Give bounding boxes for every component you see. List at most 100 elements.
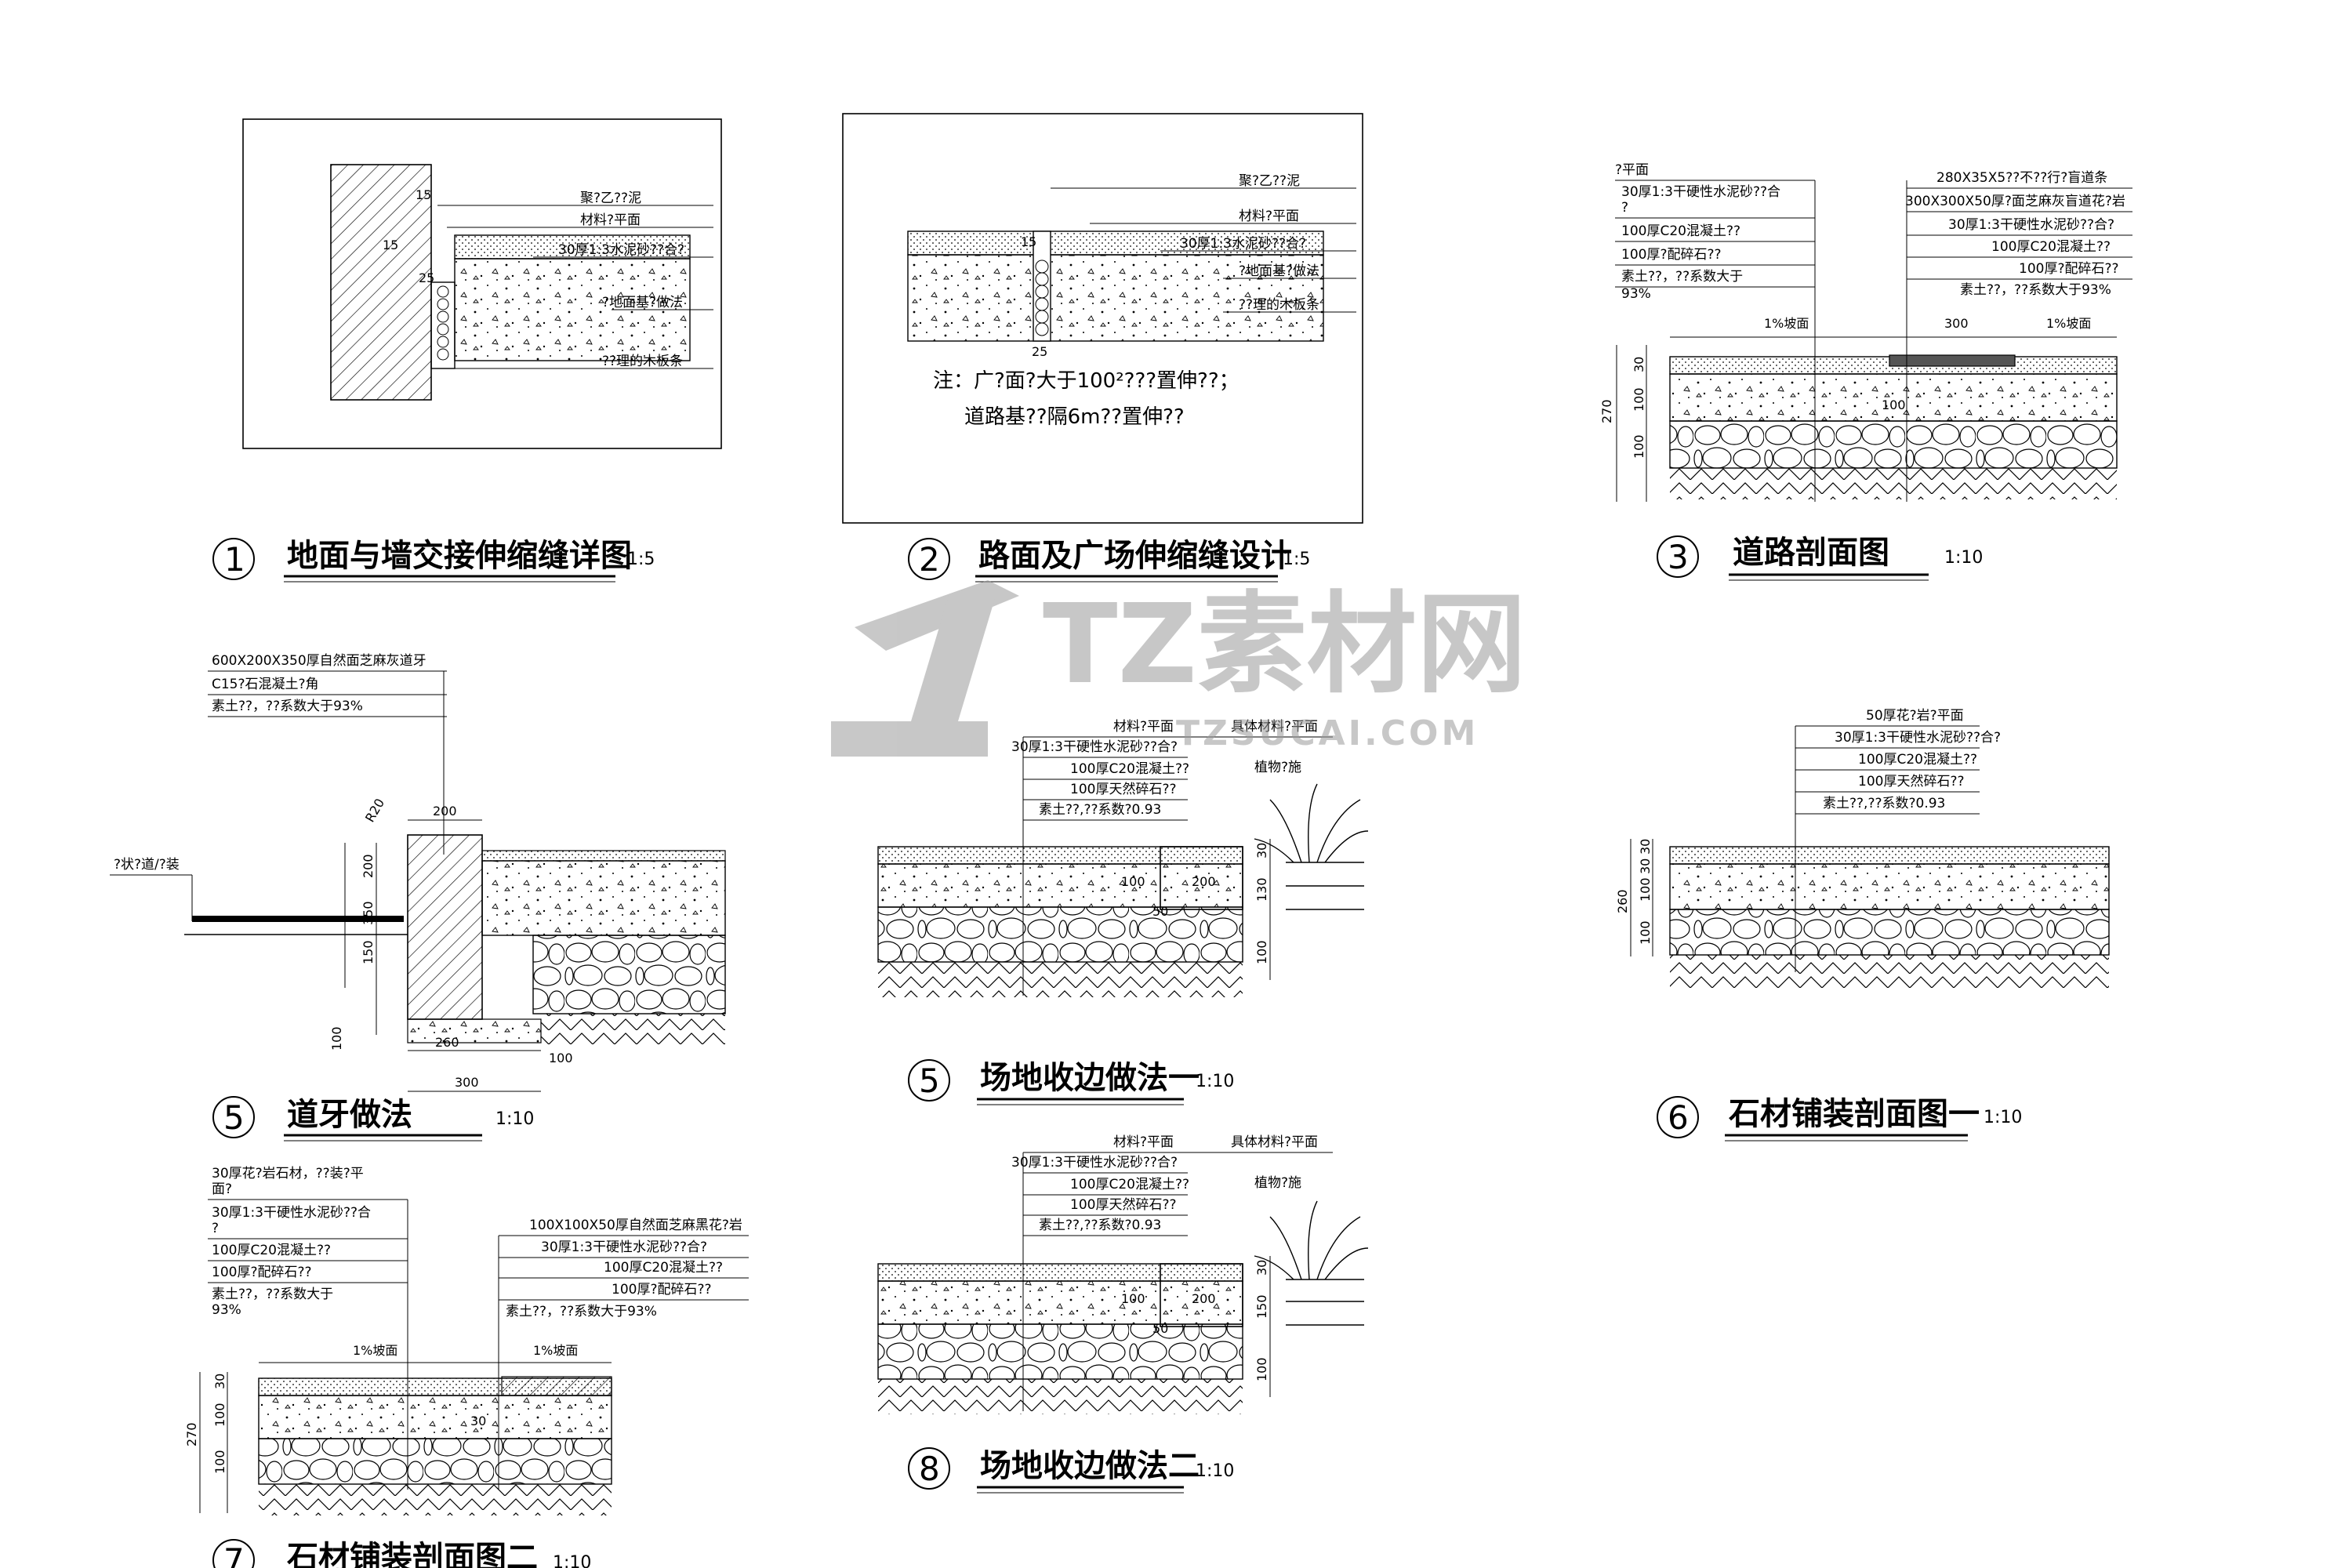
note: 面?	[212, 1181, 232, 1197]
note: 材料?平面	[1113, 719, 1174, 735]
note: 100厚天然碎石??	[1070, 1197, 1177, 1213]
detail-2-note-2: 材料?平面	[1239, 209, 1299, 224]
gravel-layer	[1669, 909, 2110, 956]
note: 600X200X350厚自然面芝麻灰道牙	[212, 653, 426, 669]
dim: 270	[184, 1422, 199, 1446]
detail-2: 聚?乙??泥 材料?平面 30厚1:3水泥砂??合? ?地面基?做法 ??理的木…	[842, 113, 1363, 583]
detail-1-number-circle	[212, 538, 255, 580]
paving-layer	[877, 846, 1243, 865]
dim: 200	[433, 804, 457, 818]
note: 100厚C20混凝土??	[1070, 1177, 1189, 1192]
concrete-layer	[1669, 373, 2118, 422]
dim: 270	[1599, 399, 1614, 423]
dim: 30	[470, 1414, 486, 1428]
detail-2-dim-2: 25	[1032, 344, 1047, 359]
detail-5-number-circle	[908, 1059, 950, 1102]
gravel-layer	[532, 935, 726, 1014]
soil	[878, 1379, 1243, 1414]
curb-stone	[407, 834, 483, 1020]
note: 30厚1:3干硬性水泥砂??合?	[1011, 739, 1178, 755]
dim: 100	[1882, 397, 1906, 412]
dim: 100	[549, 1051, 573, 1065]
note: 93%	[1621, 286, 1651, 302]
detail-5: 材料?平面 30厚1:3干硬性水泥砂??合? 100厚C20混凝土?? 100厚…	[877, 719, 1369, 1105]
detail-2-scale: 1:5	[1283, 550, 1310, 569]
dim: 100	[1254, 940, 1269, 964]
detail-6-title: 石材铺装剖面图一	[1729, 1096, 1980, 1132]
detail-8-number-circle	[908, 1447, 950, 1490]
detail-1-note-3: 30厚1:3水泥砂??合?	[558, 242, 684, 258]
dim: 260	[435, 1035, 459, 1050]
detail-5-number: 5	[919, 1062, 940, 1100]
expansion-joint	[1033, 230, 1051, 342]
note: 280X35X5??不??行?盲道条	[1936, 170, 2107, 186]
detail-5-scale: 1:10	[1196, 1072, 1234, 1091]
detail-6-scale: 1:10	[1984, 1108, 2022, 1127]
watermark-brand: TZ素材网	[1043, 581, 1526, 709]
note: 100X100X50厚自然面芝麻黑花?岩	[529, 1218, 742, 1233]
dim: 30	[212, 1374, 227, 1389]
dim: 100	[1638, 920, 1653, 945]
detail-5-right-note-1: 具体材料?平面	[1231, 719, 1318, 735]
gravel-layer	[877, 906, 1243, 963]
edge-kerb	[1160, 846, 1243, 910]
detail-1-dim-3: 25	[419, 270, 434, 285]
joint-fill	[1035, 260, 1049, 336]
dim: 30	[1638, 839, 1653, 855]
detail-6-number-circle	[1657, 1096, 1699, 1138]
detail-8-notes: 材料?平面 30厚1:3干硬性水泥砂??合? 100厚C20混凝土?? 100厚…	[1011, 1134, 1189, 1411]
dim: 200	[1192, 1291, 1216, 1306]
note: 素土??，??系数大于93%	[212, 699, 363, 714]
detail-6-number: 6	[1668, 1098, 1689, 1137]
detail-8-scale: 1:10	[1196, 1461, 1234, 1481]
detail-1-dim-2: 15	[383, 238, 398, 252]
edge-kerb	[1160, 1263, 1243, 1327]
detail-2-title: 路面及广场伸缩缝设计	[978, 538, 1292, 574]
watermark-url: TZSUCAI.COM	[1176, 713, 1479, 753]
detail-4-number-circle	[212, 1096, 255, 1138]
note: 100厚C20混凝土??	[1070, 761, 1189, 777]
dim: 30	[1254, 1260, 1269, 1276]
note: 30厚1:3干硬性水泥砂??合	[212, 1205, 371, 1221]
dim: 100	[1638, 877, 1653, 902]
note: 材料?平面	[1113, 1134, 1174, 1150]
note: 30厚花?岩石材，??装?平	[212, 1166, 364, 1181]
note: 30厚1:3干硬性水泥砂??合	[1621, 184, 1780, 200]
note: 100厚?配碎石??	[2019, 261, 2119, 277]
detail-2-note-4: ?地面基?做法	[1239, 263, 1319, 279]
note: 30厚1:3干硬性水泥砂??合?	[541, 1240, 707, 1255]
note: C15?石混凝土?角	[212, 677, 319, 692]
detail-8-right-note-1: 具体材料?平面	[1231, 1134, 1318, 1150]
note: 素土??，??系数大于93%	[1960, 282, 2111, 298]
gravel-layer	[1669, 420, 2118, 469]
base-layer	[907, 254, 1324, 342]
dim: 100	[212, 1450, 227, 1474]
dim: 100	[329, 1026, 344, 1051]
note: 100厚C20混凝土??	[604, 1260, 723, 1276]
dim: 300	[1944, 316, 1969, 331]
detail-2-number: 2	[919, 540, 940, 579]
dim: 150	[361, 940, 376, 964]
plant-icon	[1254, 1200, 1369, 1326]
detail-2-remark-2: 道路基??隔6m??置伸??	[964, 405, 1185, 429]
detail-2-note-1: 聚?乙??泥	[1239, 173, 1300, 189]
detail-3-notes-left: ?平面 30厚1:3干硬性水泥砂??合 ? 100厚C20混凝土?? 100厚?…	[1615, 162, 1815, 302]
dim: 200	[361, 854, 376, 878]
concrete-layer	[877, 1280, 1243, 1325]
note: 300X300X50厚?面芝麻灰盲道花?岩	[1905, 194, 2125, 209]
detail-7-notes-right: 100X100X50厚自然面芝麻黑花?岩 30厚1:3干硬性水泥砂??合? 10…	[498, 1218, 749, 1490]
granite-paver	[501, 1376, 612, 1396]
asphalt-surface	[192, 916, 404, 922]
detail-4-notes: 600X200X350厚自然面芝麻灰道牙 C15?石混凝土?角 素土??，??系…	[208, 653, 447, 855]
concrete-layer	[1669, 863, 2110, 910]
detail-2-note-5: ??理的木板条	[1239, 297, 1319, 313]
soil-layer	[1670, 468, 2117, 499]
tactile-strip	[1889, 354, 2016, 367]
note: 100厚C20混凝土??	[1621, 223, 1740, 239]
note: 100厚?配碎石??	[1621, 247, 1722, 263]
detail-1-scale: 1:5	[627, 550, 655, 569]
note: 93%	[212, 1302, 241, 1318]
detail-7-number: 7	[223, 1541, 245, 1568]
detail-7-title: 石材铺装剖面图二	[287, 1540, 538, 1568]
